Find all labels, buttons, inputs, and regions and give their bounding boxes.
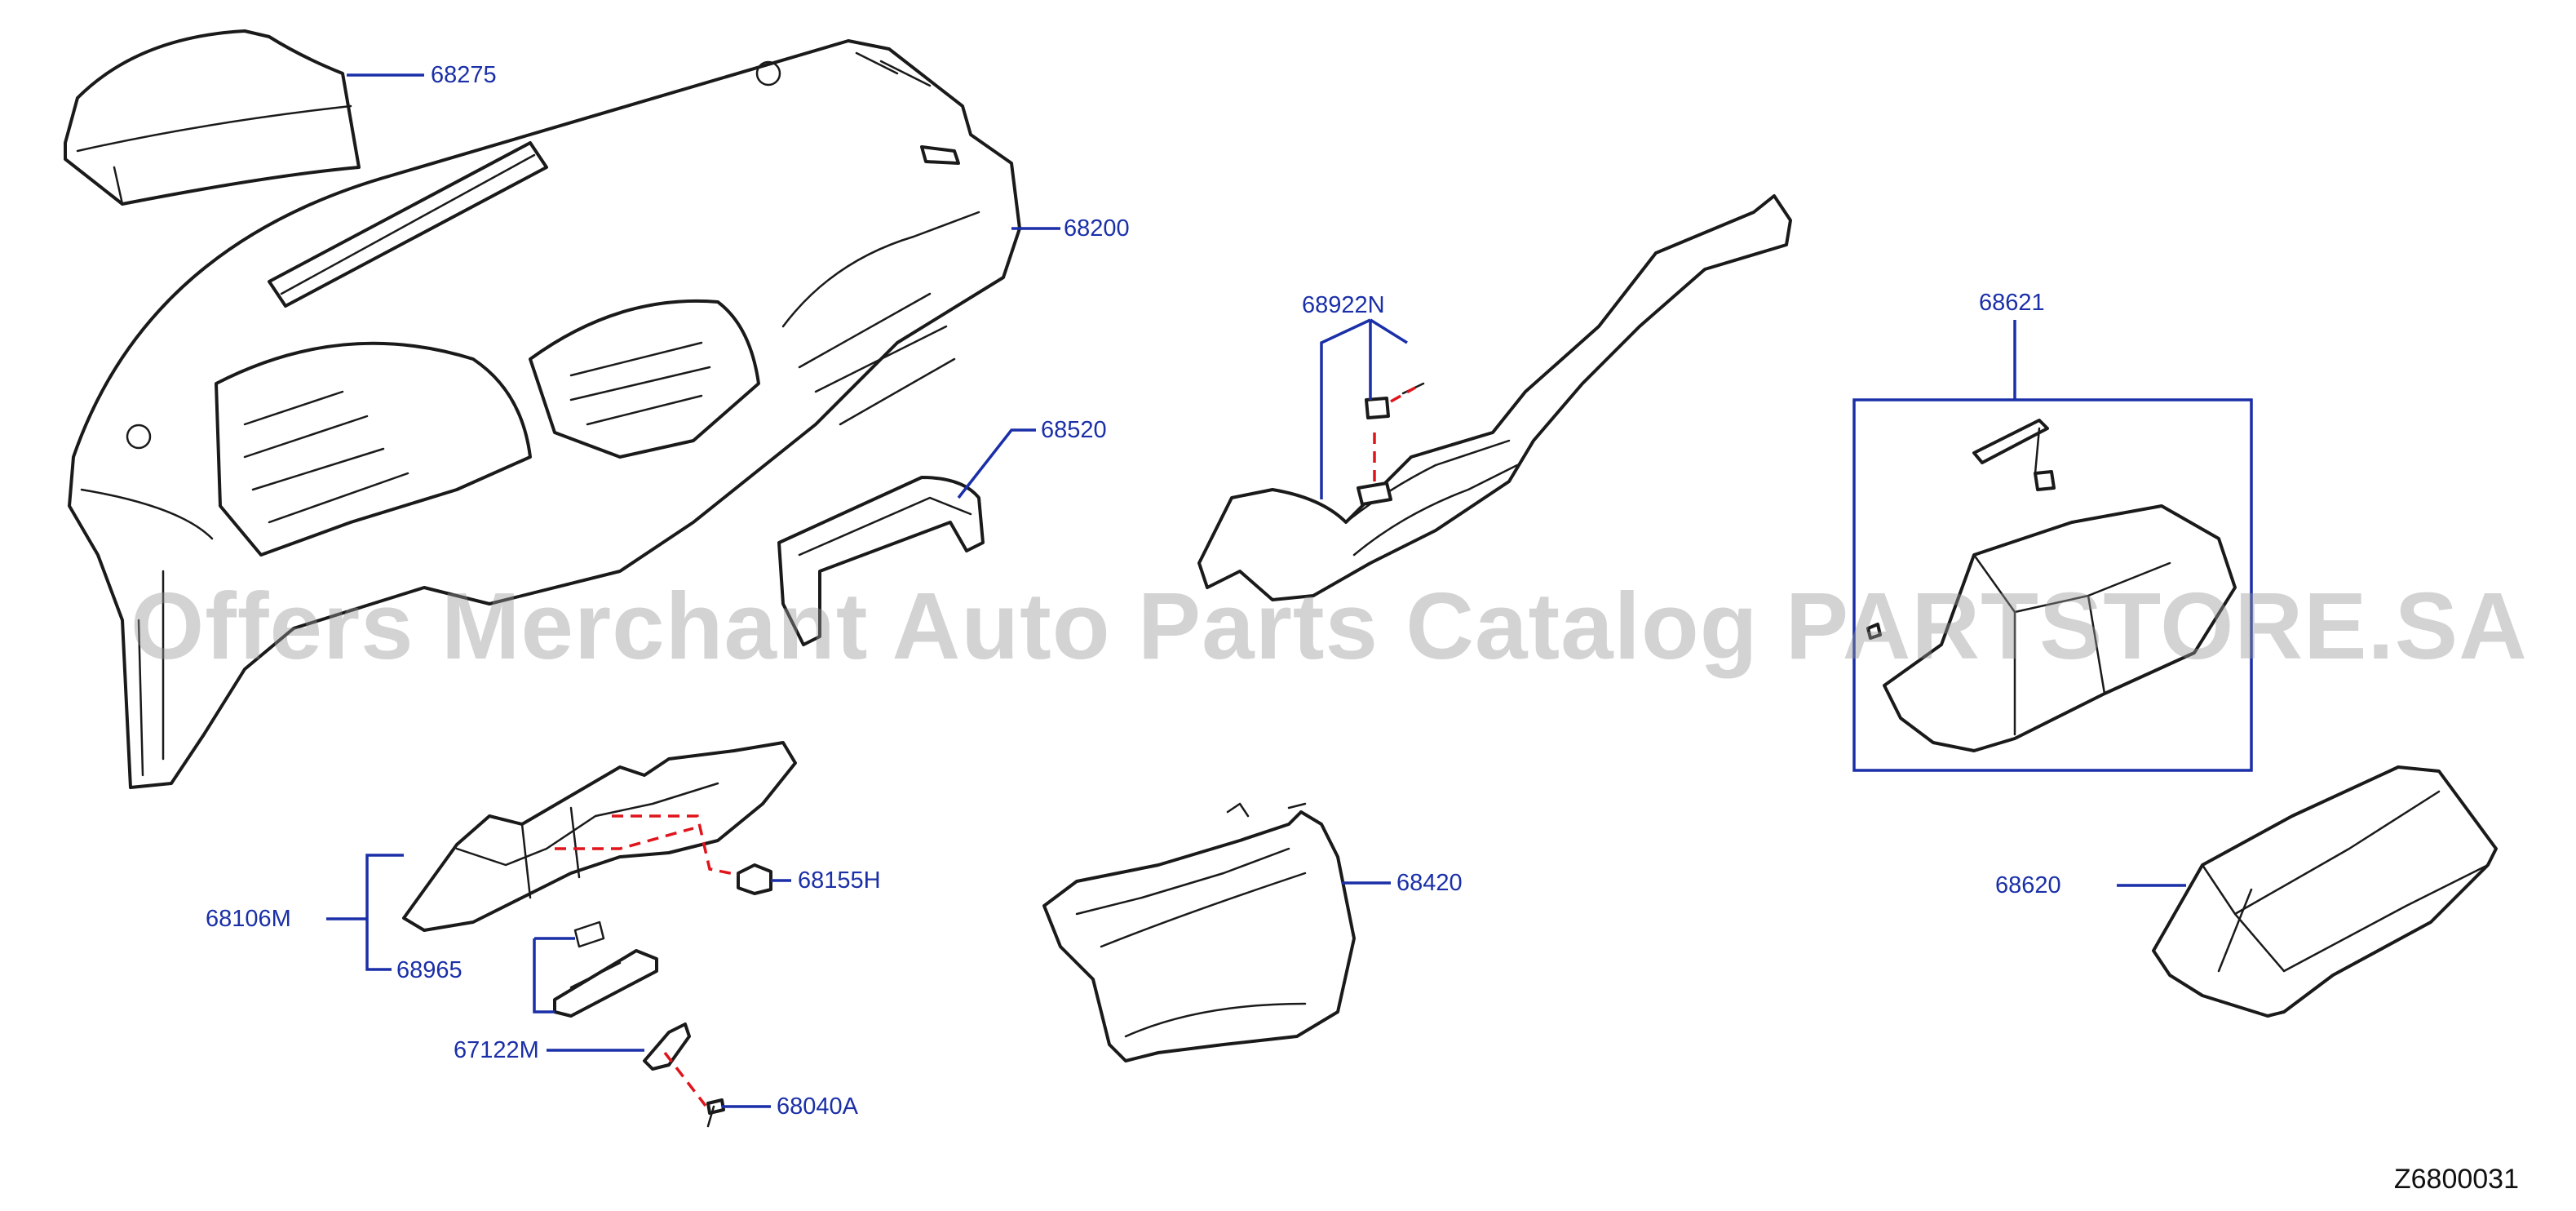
leader-68922N: [1320, 318, 1408, 499]
callout-68965: 68965: [396, 957, 463, 983]
callout-68420: 68420: [1396, 870, 1463, 896]
callout-67122M: 67122M: [454, 1037, 539, 1063]
callout-68155H: 68155H: [798, 867, 881, 894]
part-67122M-clip: [643, 1022, 691, 1071]
part-68520-cluster-finisher: [777, 476, 985, 646]
part-68621-glovebox-housing: [1852, 398, 2253, 772]
part-68620-glovebox-lid: [2152, 765, 2498, 1018]
leader-68520: [957, 428, 1036, 499]
leader-lines: [326, 73, 2186, 1108]
part-68106M-lower-panel: [402, 741, 797, 932]
part-68965-bracket: [553, 920, 658, 1018]
callout-68922N: 68922N: [1302, 292, 1385, 318]
dashed-connectors: [555, 386, 1416, 1107]
leader-68106M: [326, 854, 404, 971]
callout-68520: 68520: [1041, 417, 1107, 443]
callout-68200: 68200: [1064, 215, 1130, 242]
leader-68965: [533, 937, 575, 1014]
part-68922N-lower-trim: [1197, 194, 1792, 601]
diagram-reference-id: Z6800031: [2393, 1164, 2519, 1195]
part-68200-instrument-panel: [68, 39, 1021, 789]
callout-68620: 68620: [1995, 872, 2061, 898]
callout-68621: 68621: [1979, 290, 2045, 316]
part-68420-cluster-housing: [1042, 802, 1356, 1062]
part-68275-cover: [64, 29, 361, 206]
part-68040A-screw: [706, 1098, 725, 1128]
callout-68275: 68275: [431, 62, 497, 88]
callout-68040A: 68040A: [777, 1093, 858, 1120]
callout-68106M: 68106M: [206, 906, 291, 932]
